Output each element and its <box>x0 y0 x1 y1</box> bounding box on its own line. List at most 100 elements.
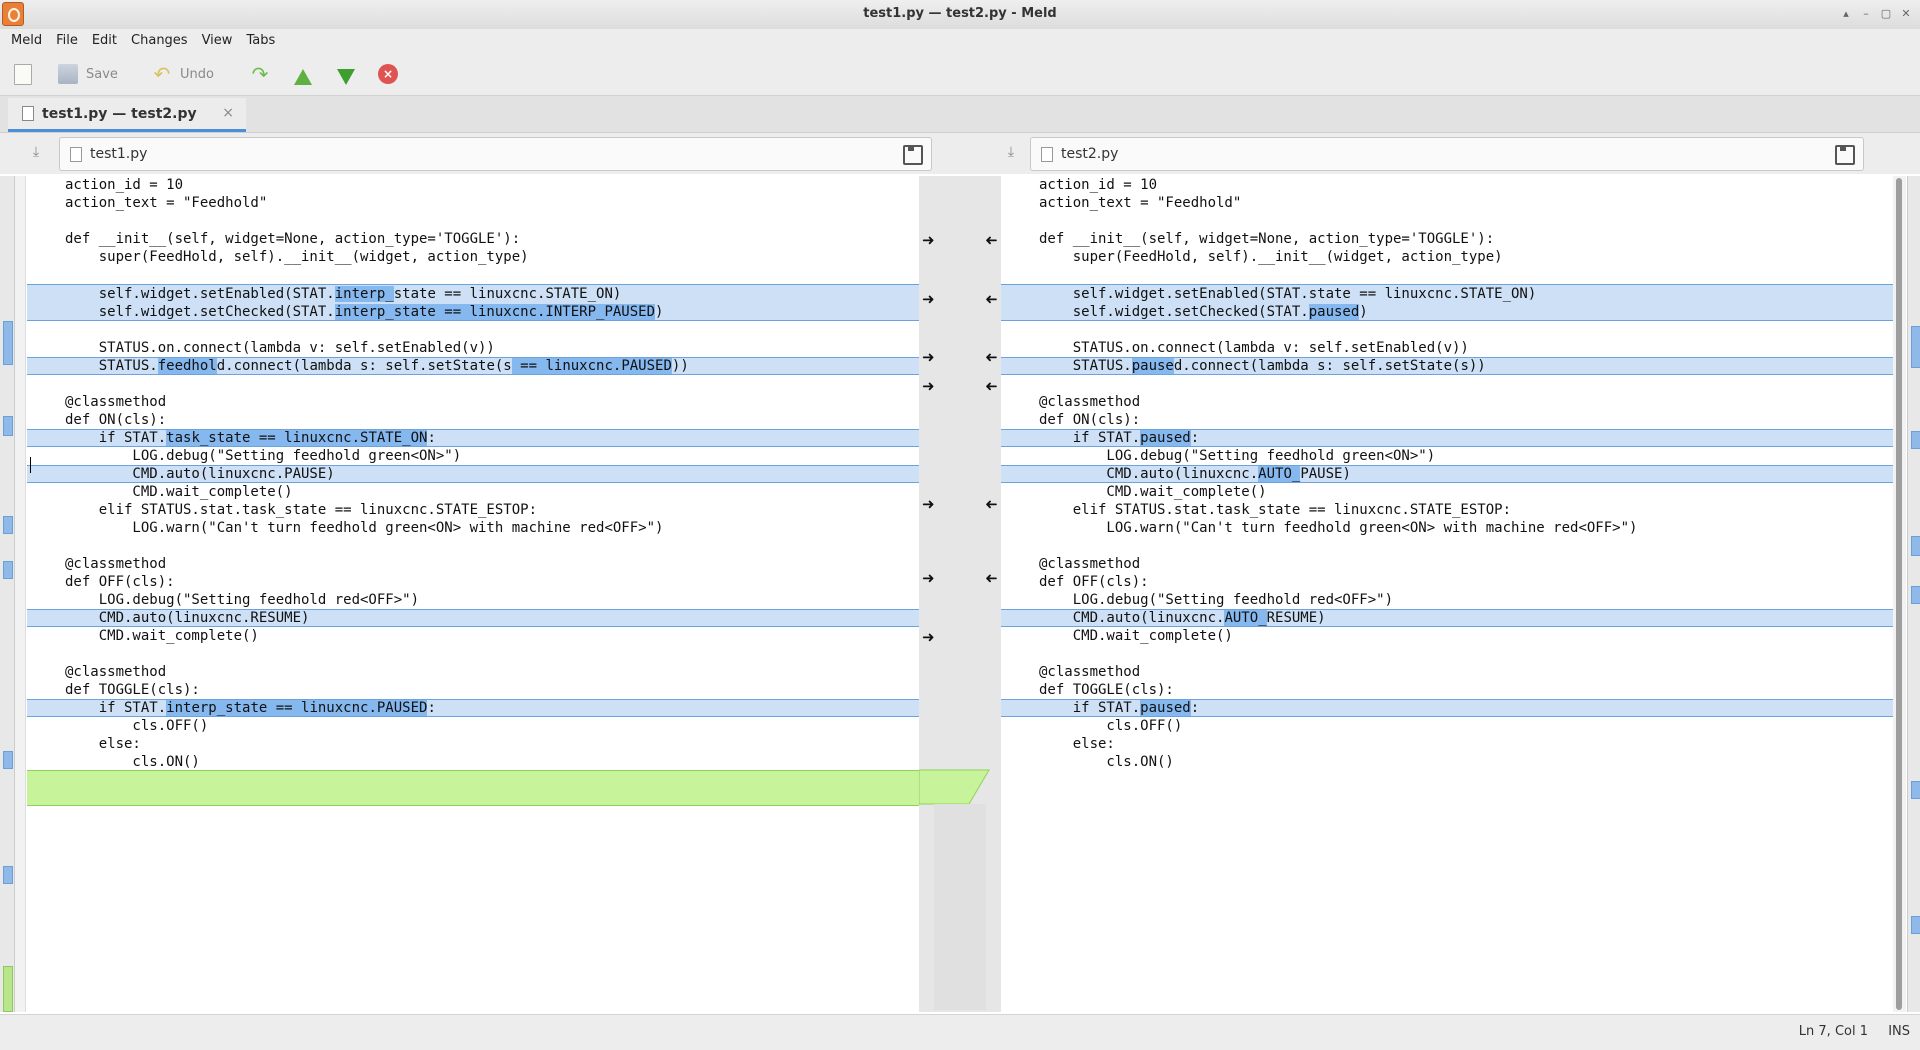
push-right-arrow[interactable]: ➜ <box>922 569 935 587</box>
menu-edit[interactable]: Edit <box>91 33 118 48</box>
code-text: ) <box>1359 304 1368 320</box>
push-left-arrow[interactable]: ➜ <box>985 231 998 249</box>
push-right-arrow[interactable]: ➜ <box>922 495 935 513</box>
left-file-chooser[interactable]: test1.py <box>59 137 932 171</box>
code-text: : <box>1190 700 1200 716</box>
inline-change: == linuxcnc.PAUSED <box>511 358 672 374</box>
code-line: def OFF(cls): <box>1001 573 1893 591</box>
code-line: action_id = 10 <box>27 176 919 194</box>
push-left-arrow[interactable]: ➜ <box>985 377 998 395</box>
right-save-icon[interactable] <box>1835 145 1855 165</box>
changed-code-line: STATUS.paused.connect(lambda s: self.set… <box>1001 357 1893 375</box>
code-line <box>1001 537 1893 555</box>
save-button[interactable]: Save <box>58 62 118 86</box>
window-maximize-icon[interactable]: ▢ <box>1880 7 1892 20</box>
document-icon <box>70 146 82 162</box>
code-text: action_text = "Feedhold" <box>1039 195 1242 211</box>
window-close-icon[interactable]: ✕ <box>1901 7 1911 20</box>
code-text: STATUS. <box>1039 358 1132 374</box>
menu-changes[interactable]: Changes <box>131 33 188 48</box>
code-line <box>1001 645 1893 663</box>
code-line: @classmethod <box>1001 555 1893 573</box>
undo-button[interactable]: ↶ Undo <box>152 62 214 86</box>
stop-icon: × <box>378 64 398 84</box>
push-left-arrow[interactable]: ➜ <box>985 348 998 366</box>
right-scrollbar[interactable] <box>1893 176 1906 1012</box>
push-left-arrow[interactable]: ➜ <box>985 495 998 513</box>
left-save-icon[interactable] <box>903 145 923 165</box>
code-text: super(FeedHold, self).__init__(widget, a… <box>65 249 529 265</box>
code-line: cls.ON() <box>27 753 919 771</box>
right-file-name: test2.py <box>1061 146 1119 162</box>
code-text: @classmethod <box>65 556 167 572</box>
meld-app-icon[interactable] <box>2 2 24 26</box>
left-change-map[interactable] <box>0 176 15 1012</box>
code-line: @classmethod <box>27 663 919 681</box>
title-bar: test1.py — test2.py - Meld ▴ – ▢ ✕ <box>0 0 1920 30</box>
next-change-button[interactable] <box>337 65 363 89</box>
code-text: LOG.debug("Setting feedhold red<OFF>") <box>1039 592 1394 608</box>
code-line: elif STATUS.stat.task_state == linuxcnc.… <box>1001 501 1893 519</box>
text-cursor <box>30 457 31 473</box>
right-open-icon[interactable]: ⤓ <box>1007 144 1015 160</box>
code-line: LOG.warn("Can't turn feedhold green<ON> … <box>27 519 919 537</box>
left-file-bar: ⤓ test1.py <box>0 133 960 173</box>
code-text: def ON(cls): <box>1039 412 1141 428</box>
code-text: d.connect(lambda s: self.setState(s)) <box>1173 358 1486 374</box>
window-minimize-icon[interactable]: – <box>1863 7 1869 20</box>
changed-code-line: CMD.auto(linuxcnc.PAUSE) <box>27 465 919 483</box>
changed-code-line: CMD.auto(linuxcnc.RESUME) <box>27 609 919 627</box>
push-right-arrow[interactable]: ➜ <box>922 290 935 308</box>
code-text: def TOGGLE(cls): <box>1039 682 1174 698</box>
left-scrollbar[interactable] <box>15 176 26 1012</box>
code-line <box>1001 212 1893 230</box>
code-text: LOG.debug("Setting feedhold green<ON>") <box>1039 448 1436 464</box>
menu-meld[interactable]: Meld <box>11 33 43 48</box>
push-right-arrow[interactable]: ➜ <box>922 377 935 395</box>
push-left-arrow[interactable]: ➜ <box>985 290 998 308</box>
code-line: STATUS.on.connect(lambda v: self.setEnab… <box>27 339 919 357</box>
insert-mode[interactable]: INS <box>1888 1024 1910 1039</box>
code-text: self.widget.setEnabled(STAT.state == lin… <box>1039 286 1537 302</box>
changed-code-line: STATUS.feedhold.connect(lambda s: self.s… <box>27 357 919 375</box>
push-left-arrow[interactable]: ➜ <box>985 569 998 587</box>
code-line: action_text = "Feedhold" <box>1001 194 1893 212</box>
tab-comparison[interactable]: test1.py — test2.py × <box>8 98 246 132</box>
code-line: elif STATUS.stat.task_state == linuxcnc.… <box>27 501 919 519</box>
save-button-label: Save <box>86 66 118 82</box>
code-line <box>27 537 919 555</box>
left-open-icon[interactable]: ⤓ <box>32 144 40 160</box>
window-controls: ▴ – ▢ ✕ <box>1838 6 1914 22</box>
previous-change-button[interactable] <box>294 65 320 89</box>
code-text: CMD.wait_complete() <box>65 628 259 644</box>
inline-change: paused <box>1308 304 1360 320</box>
menu-tabs[interactable]: Tabs <box>246 33 276 48</box>
tab-strip: test1.py — test2.py × <box>0 96 1920 133</box>
save-icon <box>58 64 78 84</box>
right-file-chooser[interactable]: test2.py <box>1030 137 1864 171</box>
right-change-map[interactable] <box>1907 176 1920 1012</box>
new-comparison-button[interactable] <box>14 62 40 86</box>
undo-icon: ↶ <box>153 62 171 86</box>
redo-button[interactable]: ↷ <box>250 62 278 86</box>
code-text: CMD.auto(linuxcnc. <box>1039 466 1259 482</box>
changed-code-line: if STAT.interp_state == linuxcnc.PAUSED: <box>27 699 919 717</box>
cursor-position: Ln 7, Col 1 <box>1798 1024 1868 1039</box>
code-line: CMD.wait_complete() <box>1001 483 1893 501</box>
push-right-arrow[interactable]: ➜ <box>922 348 935 366</box>
code-text: super(FeedHold, self).__init__(widget, a… <box>1039 249 1503 265</box>
window-up-icon[interactable]: ▴ <box>1843 7 1849 20</box>
code-line: @classmethod <box>27 393 919 411</box>
toolbar: Save ↶ Undo ↷ × <box>0 53 1920 96</box>
tab-close-icon[interactable]: × <box>222 105 234 121</box>
code-line: LOG.warn("Can't turn feedhold green<ON> … <box>1001 519 1893 537</box>
stop-button[interactable]: × <box>378 62 406 86</box>
inline-change: interp_ <box>334 286 394 302</box>
push-right-arrow[interactable]: ➜ <box>922 628 935 646</box>
menu-view[interactable]: View <box>201 33 233 48</box>
left-file-name: test1.py <box>90 146 148 162</box>
push-right-arrow[interactable]: ➜ <box>922 231 935 249</box>
menu-file[interactable]: File <box>56 33 78 48</box>
